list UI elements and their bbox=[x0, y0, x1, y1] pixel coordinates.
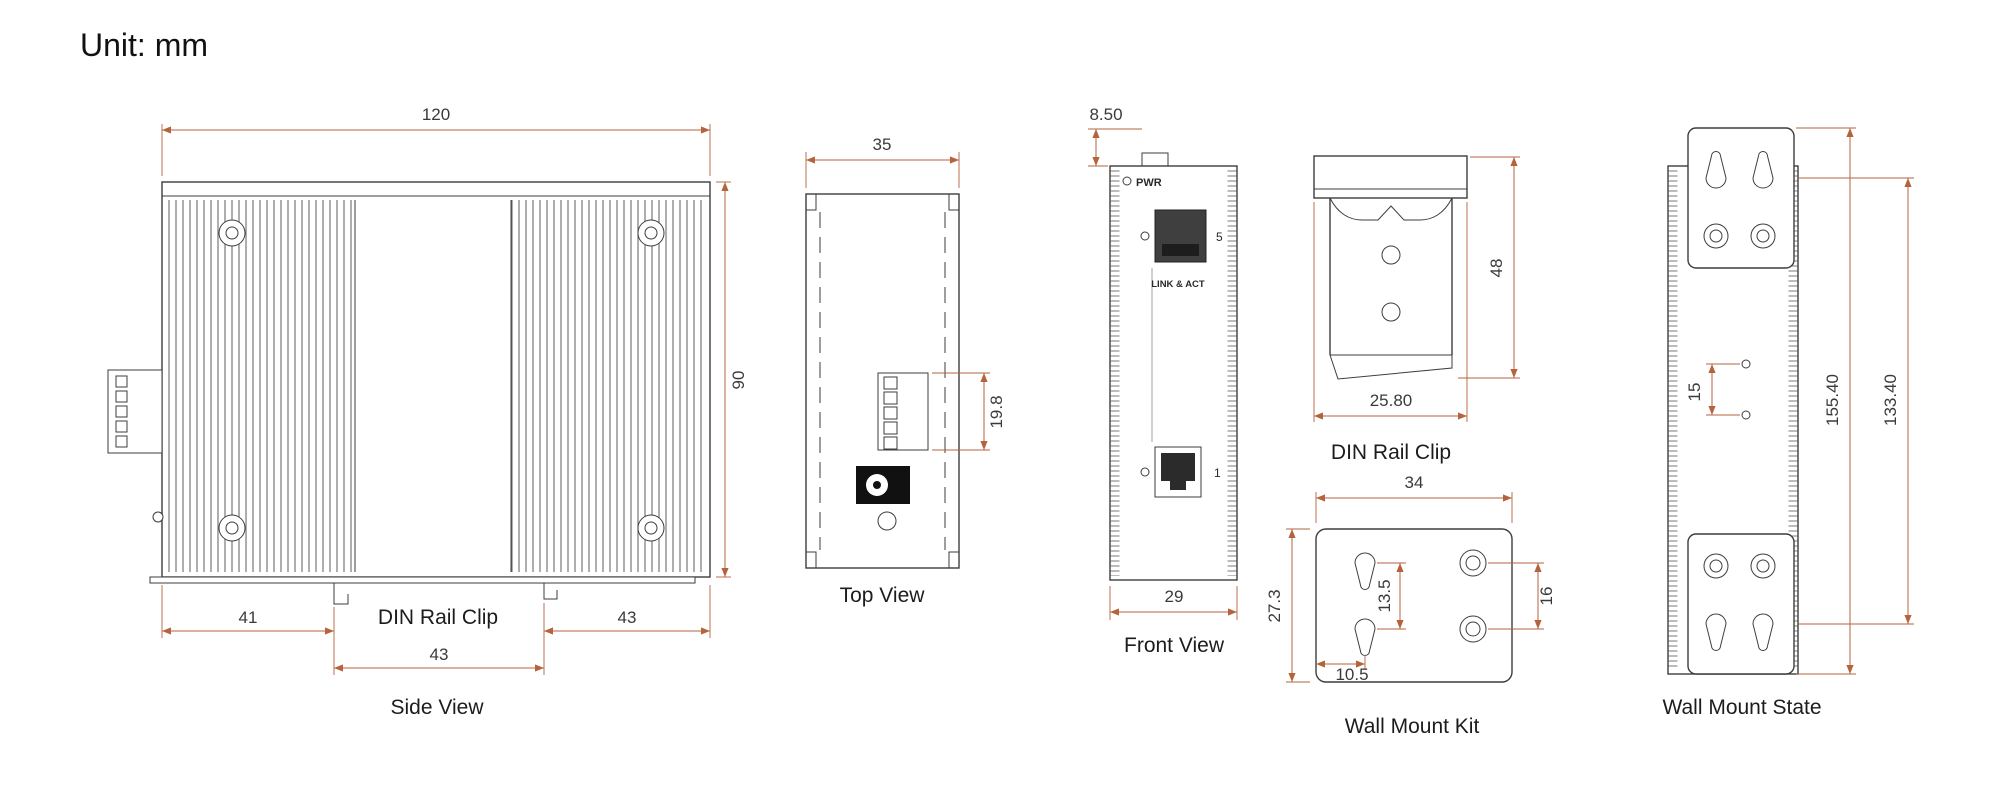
top-corner-step-br bbox=[948, 551, 959, 568]
side-left-fins bbox=[167, 200, 355, 572]
din-clip-hook-right bbox=[543, 583, 558, 600]
side-ground-stud bbox=[152, 511, 164, 523]
wall-kit-caption: Wall Mount Kit bbox=[1345, 715, 1480, 738]
state-pin-pitch-dim-label: 15 bbox=[1685, 383, 1704, 402]
side-base-plate bbox=[149, 576, 696, 584]
state-pin-hole-top bbox=[1741, 359, 1751, 369]
side-center-dim-label: 43 bbox=[430, 645, 449, 664]
clip-hole-bottom bbox=[1381, 302, 1401, 322]
top-terminal-dim-label: 19.8 bbox=[987, 395, 1006, 428]
front-fins-left bbox=[1110, 170, 1120, 576]
state-pin-hole-bottom bbox=[1741, 410, 1751, 420]
terminal-pins bbox=[115, 375, 128, 448]
top-terminal-block bbox=[877, 372, 929, 451]
state-mount-pitch-dim-label: 133.40 bbox=[1881, 374, 1900, 426]
top-dc-jack bbox=[856, 466, 910, 504]
side-right-fins bbox=[511, 200, 705, 572]
side-view: 120 90 41 43 DIN Rail Clip 43 Side View bbox=[107, 105, 748, 719]
state-top-holes bbox=[1703, 223, 1776, 249]
kit-plate bbox=[1315, 528, 1513, 683]
unit-label: Unit: mm bbox=[80, 27, 208, 63]
kit-keyhole-offset-dim-label: 10.5 bbox=[1335, 665, 1368, 684]
front-width-dim-label: 29 bbox=[1165, 587, 1184, 606]
top-ground-screw bbox=[877, 511, 897, 531]
front-view-caption: Front View bbox=[1124, 634, 1225, 657]
wall-state-caption: Wall Mount State bbox=[1662, 696, 1821, 719]
state-fins-right bbox=[1788, 170, 1798, 670]
din-rail-clip-part: 48 25.80 DIN Rail Clip bbox=[1313, 155, 1520, 464]
clip-hole-top bbox=[1381, 245, 1401, 265]
side-left-dim-label: 41 bbox=[239, 608, 258, 627]
side-screw-holes bbox=[218, 219, 665, 542]
side-view-caption: Side View bbox=[390, 696, 484, 719]
state-bottom-keyhole-left bbox=[1705, 613, 1727, 651]
pwr-label: PWR bbox=[1136, 177, 1162, 189]
clip-foot bbox=[1329, 354, 1453, 380]
port1-label: 1 bbox=[1214, 466, 1221, 480]
kit-width-dim-label: 34 bbox=[1405, 473, 1424, 492]
side-terminal-connector bbox=[107, 369, 163, 454]
port5-led bbox=[1140, 231, 1150, 241]
state-top-plate bbox=[1687, 127, 1795, 269]
clip-height-dim-label: 48 bbox=[1487, 259, 1506, 278]
side-din-clip-label: DIN Rail Clip bbox=[378, 606, 498, 629]
top-corner-step-tr bbox=[948, 194, 959, 211]
rj45-port bbox=[1154, 446, 1202, 498]
state-bottom-plate bbox=[1687, 533, 1795, 675]
state-top-keyhole-left bbox=[1705, 151, 1727, 189]
link-act-label: LINK & ACT bbox=[1151, 279, 1205, 290]
kit-hole-pitch-dim-label: 16 bbox=[1537, 587, 1556, 606]
clip-undercut bbox=[1329, 197, 1453, 221]
top-corner-step-tl bbox=[806, 194, 817, 211]
clip-flange bbox=[1313, 155, 1468, 199]
port5-label: 5 bbox=[1216, 230, 1223, 244]
clip-width-dim-label: 25.80 bbox=[1370, 391, 1413, 410]
din-clip-hook-left bbox=[333, 583, 349, 605]
state-top-keyhole-right bbox=[1752, 151, 1774, 189]
front-view: PWR 5 LINK & ACT 1 8.50 29 Front View bbox=[1088, 105, 1238, 657]
kit-keyhole-top bbox=[1354, 552, 1376, 590]
state-bottom-keyhole-right bbox=[1752, 613, 1774, 651]
side-height-dim-label: 90 bbox=[729, 371, 748, 390]
wall-mount-state: 15 155.40 133.40 Wall Mount State bbox=[1662, 127, 1914, 719]
front-clip-tab bbox=[1141, 152, 1169, 167]
top-corner-step-bl bbox=[806, 551, 817, 568]
top-width-dim-label: 35 bbox=[873, 135, 892, 154]
din-clip-caption: DIN Rail Clip bbox=[1331, 441, 1451, 464]
wall-mount-kit: 34 27.3 13.5 10.5 16 Wall Mount Kit bbox=[1265, 473, 1556, 738]
side-width-dim-label: 120 bbox=[422, 105, 450, 124]
port1-led bbox=[1140, 467, 1150, 477]
pwr-led bbox=[1122, 176, 1132, 186]
state-overall-dim-label: 155.40 bbox=[1823, 374, 1842, 426]
top-view-caption: Top View bbox=[840, 584, 926, 607]
state-fins-left bbox=[1668, 170, 1678, 670]
kit-height-dim-label: 27.3 bbox=[1265, 589, 1284, 622]
kit-keyhole-pitch-dim-label: 13.5 bbox=[1375, 579, 1394, 612]
kit-keyhole-bottom bbox=[1354, 618, 1376, 656]
side-right-dim-label: 43 bbox=[618, 608, 637, 627]
top-view: 35 19.8 Top View bbox=[805, 135, 1006, 607]
sfp-port bbox=[1154, 209, 1207, 263]
state-bottom-holes bbox=[1703, 553, 1776, 579]
kit-screw-holes bbox=[1459, 549, 1487, 643]
front-fins-right bbox=[1227, 170, 1237, 576]
front-clip-dim-label: 8.50 bbox=[1089, 105, 1122, 124]
